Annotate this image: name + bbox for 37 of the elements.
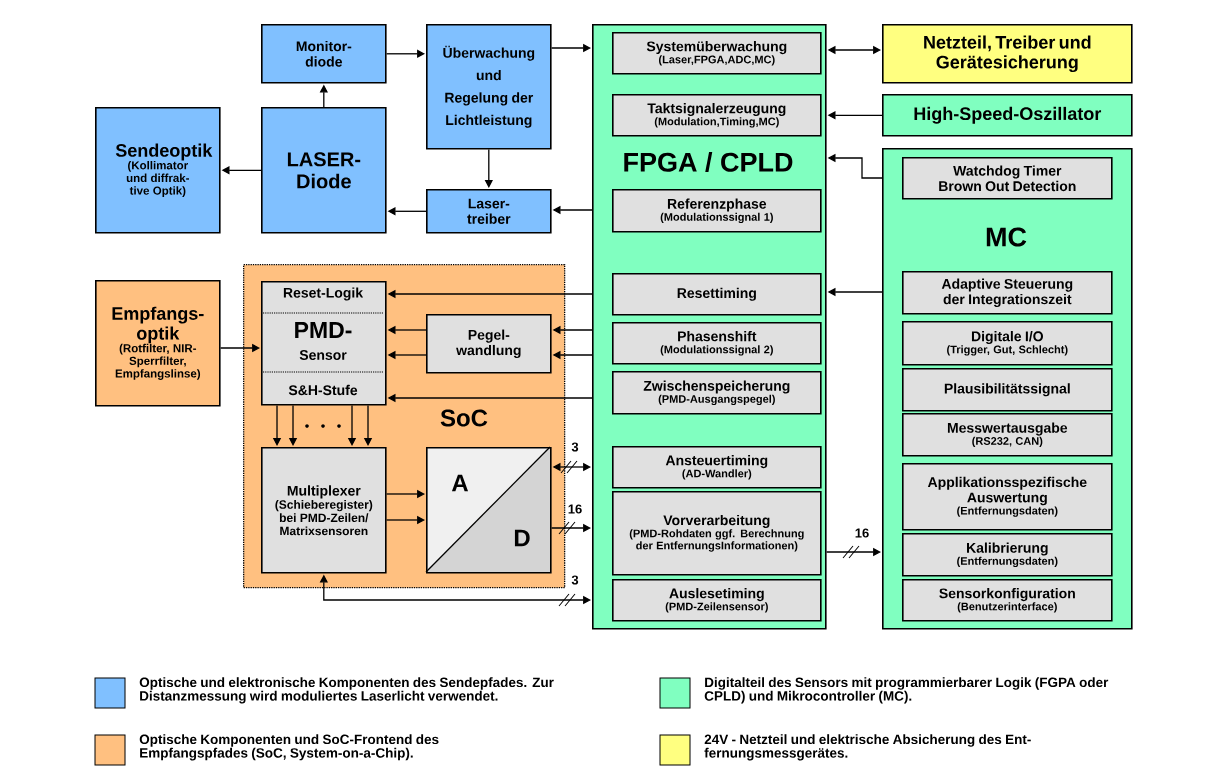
function-box: Zwischenspeicherung (PMD-Ausgangspegel) (612, 371, 822, 415)
component-box: Sendeoptik (Kollimator und diffrak- tive Optik) (95, 107, 221, 234)
component-box: Pegel- wandlung (426, 314, 552, 374)
function-box: Plausibilitätssignal (902, 368, 1113, 412)
legend-text: 24V - Netzteil und elektrische Absicherung des Ent- fernungsmessgerätes. (704, 734, 1031, 761)
function-box: Ansteuertiming (AD-Wandler) (612, 446, 822, 489)
function-box: Applikationsspezifische Auswertung (Entfernungsdaten) (902, 463, 1113, 531)
function-box: Watchdog Timer Brown Out Detection (902, 157, 1113, 200)
function-box: Digitale I/O (Trigger, Gut, Schlecht) (902, 321, 1113, 366)
function-box: Kalibrierung (Entfernungsdaten) (902, 533, 1113, 577)
component-box: Empfangs- optik (Rotfilter, NIR-Sperrfilter, Empfangslinse) (95, 280, 221, 407)
function-box: Taktsignalerzeugung (Modulation,Timing,MC) (612, 94, 822, 137)
function-box: Phasenshift (Modulationssignal 2) (612, 322, 822, 365)
sensor-box: Reset-Logik PMD- Sensor S&H-Stufe (261, 281, 387, 406)
legend-text: Digitalteil des Sensors mit programmierbarer Logik (FGPA oder CPLD) und Mikrocontroller (MC). (704, 677, 1109, 704)
oscillator-box: High-Speed-Oszillator (882, 94, 1133, 137)
ad-converter-box: A D (425, 446, 552, 574)
function-box: Adaptive Steuerung der Integrationszeit (902, 271, 1113, 315)
component-box: Überwachung und Regelung der Lichtleistung (426, 24, 552, 150)
edge-label: 3 (570, 441, 580, 453)
function-box: Vorverarbeitung (PMD-Rohdaten ggf. Berechnung der EntfernungsInformationen) (612, 491, 822, 576)
component-box: LASER- Diode (261, 107, 387, 234)
function-box: Referenzphase (Modulationssignal 1) (612, 189, 822, 233)
component-box: Multiplexer (Schieberegister) bei PMD-Zeilen/ Matrixsensoren (261, 447, 387, 574)
function-box: Messwertausgabe (RS232, CAN) (902, 413, 1113, 457)
edge-label: 16 (853, 527, 871, 539)
component-box: Monitor- diode (261, 24, 387, 84)
legend-text: Optische Komponenten und SoC-Frontend des Empfangspfades (SoC, System-on-a-Chip). (139, 734, 439, 761)
edge-label: 16 (566, 503, 584, 515)
component-box: Laser- treiber (426, 189, 552, 234)
edge-label: 3 (570, 574, 580, 586)
power-supply-box: Netzteil, Treiber und Gerätesicherung (882, 24, 1133, 84)
function-box: Systemüberwachung (Laser,FPGA,ADC,MC) (612, 32, 822, 75)
legend-text: Optische und elektronische Komponenten des Sendepfades. Zur Distanzmessung wird moduliertes Laserlicht verwendet. (139, 677, 554, 704)
function-box: Sensorkonfiguration (Benutzerinterface) (902, 579, 1113, 622)
function-box: Resettiming (612, 273, 822, 316)
function-box: Auslesetiming (PMD-Zeilensensor) (612, 579, 822, 622)
